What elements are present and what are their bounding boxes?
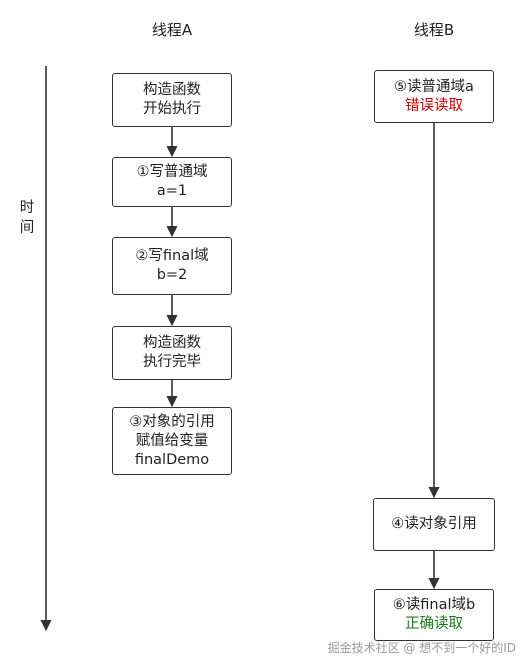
thread-b-step-read-normal-field: ⑤读普通域a 错误读取: [374, 70, 494, 123]
step-status-correct: 正确读取: [405, 616, 463, 632]
step-text: ⑥读final域b: [392, 597, 476, 613]
thread-b-step-read-final-field: ⑥读final域b 正确读取: [374, 589, 494, 641]
step-status-error: 错误读取: [405, 97, 463, 114]
step-text: 开始执行: [143, 101, 201, 117]
step-text: b=2: [156, 267, 188, 283]
step-text: ③对象的引用: [129, 413, 215, 430]
thread-b-step-read-reference: ④读对象引用: [373, 498, 495, 551]
step-text: a=1: [156, 183, 188, 199]
time-label-char-1: 时: [19, 200, 35, 216]
watermark: 掘金技术社区 @ 想不到一个好的ID: [327, 641, 516, 655]
thread-a-step-assign-reference: ③对象的引用 赋值给变量 finalDemo: [112, 407, 232, 475]
time-label-char-2: 间: [19, 220, 35, 236]
step-text: ④读对象引用: [391, 516, 477, 532]
step-text: 构造函数: [143, 335, 201, 351]
step-text: 赋值给变量: [135, 432, 209, 449]
time-axis-label: 时 间: [17, 198, 37, 238]
step-text: ⑤读普通域a: [394, 78, 474, 95]
step-text: ①写普通域: [136, 164, 208, 180]
step-text: 构造函数: [143, 82, 201, 98]
thread-a-step-constructor-end: 构造函数 执行完毕: [112, 326, 232, 380]
thread-b-title: 线程B: [413, 21, 455, 39]
step-text: ②写final域: [135, 248, 209, 264]
thread-a-title: 线程A: [151, 21, 193, 39]
thread-a-step-write-normal-field: ①写普通域 a=1: [112, 157, 232, 207]
step-text: 执行完毕: [143, 354, 201, 370]
thread-a-step-constructor-start: 构造函数 开始执行: [112, 73, 232, 127]
step-text: finalDemo: [134, 451, 210, 468]
thread-a-step-write-final-field: ②写final域 b=2: [112, 237, 232, 295]
